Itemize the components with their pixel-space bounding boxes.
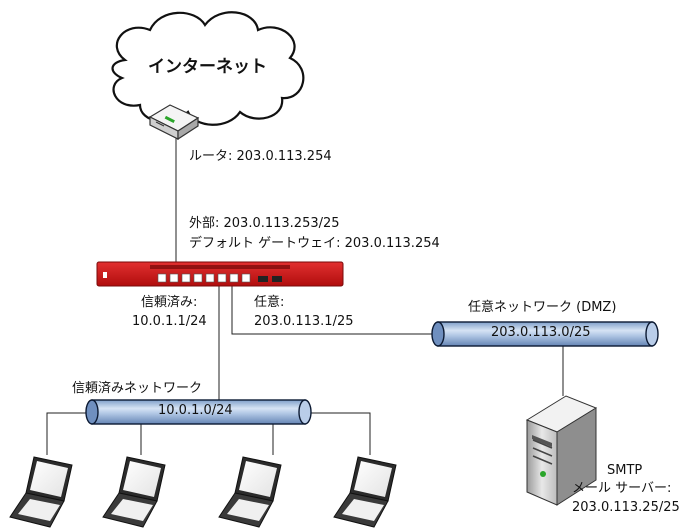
laptop-1-link xyxy=(46,412,86,455)
trusted-network-pipe xyxy=(85,399,312,425)
router-label: ルータ: 203.0.113.254 xyxy=(189,149,332,164)
laptop-icon xyxy=(9,456,73,528)
optional-interface-label: 任意: xyxy=(254,295,285,310)
laptop-icon xyxy=(218,456,282,528)
laptop-4-link xyxy=(310,412,371,455)
mail-server-label: メール サーバー: xyxy=(572,481,672,496)
laptop-icon xyxy=(102,456,166,528)
internet-label: インターネット xyxy=(148,57,267,77)
trusted-interface-label: 信頼済み: xyxy=(141,295,198,310)
external-interface-label: 外部: 203.0.113.253/25 xyxy=(189,216,340,231)
default-gateway-label: デフォルト ゲートウェイ: 203.0.113.254 xyxy=(189,236,440,251)
router-icon xyxy=(148,104,200,141)
internet-cloud-icon xyxy=(111,11,305,126)
dmz-network-title: 任意ネットワーク (DMZ) xyxy=(468,300,617,315)
dmz-network-pipe xyxy=(431,321,659,347)
mail-server-icon xyxy=(525,395,598,506)
firewall-appliance-icon xyxy=(96,261,344,287)
trusted-network-subnet: 10.0.1.0/24 xyxy=(158,403,233,418)
optional-port-link xyxy=(231,285,432,335)
mail-server-ip: 203.0.113.25/25 xyxy=(572,500,680,515)
laptop-icon xyxy=(333,456,397,528)
trusted-interface-ip: 10.0.1.1/24 xyxy=(132,314,207,329)
trusted-network-title: 信頼済みネットワーク xyxy=(72,381,203,396)
connection-lines xyxy=(46,135,564,455)
smtp-label: SMTP xyxy=(607,463,643,478)
optional-interface-ip: 203.0.113.1/25 xyxy=(254,314,354,329)
dmz-network-subnet: 203.0.113.0/25 xyxy=(491,325,591,340)
